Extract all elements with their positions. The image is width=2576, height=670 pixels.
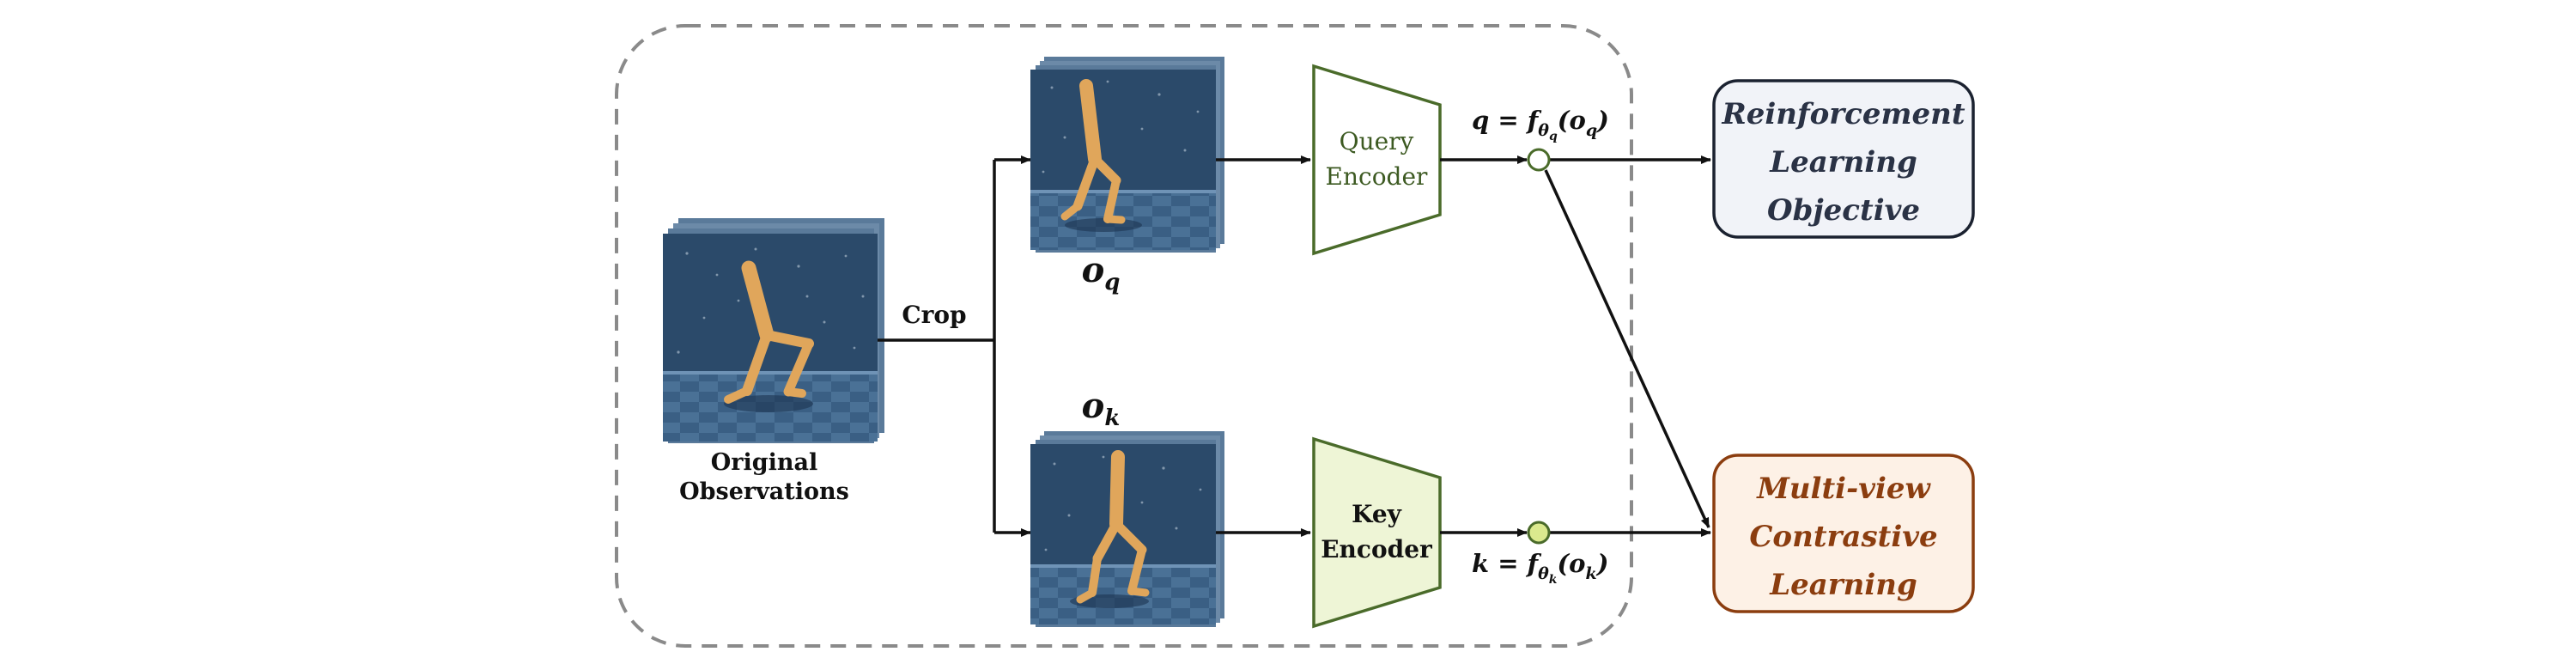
key-observation-stack (1030, 431, 1224, 627)
k-equation: k = fθk(ok) (1472, 549, 1608, 587)
rl-objective-box (1712, 79, 1975, 239)
query-encoder-label-line1: Query (1340, 127, 1414, 155)
query-encoder-label-line2: Encoder (1326, 162, 1429, 191)
dashed-container (615, 24, 1633, 648)
contrastive-label-line2: Contrastive (1749, 520, 1937, 554)
query-observation-image (1030, 70, 1216, 250)
key-encoder (1312, 436, 1442, 629)
rl-objective-label-line1: Reinforcement (1721, 97, 1965, 131)
rl-objective-label-line2: Learning (1769, 145, 1917, 180)
query-observation-stack (1030, 57, 1224, 253)
query-encoder (1312, 64, 1442, 256)
key-encoder-label-line2: Encoder (1321, 535, 1433, 563)
key-observation-image (1030, 444, 1216, 624)
original-observations-label-line2: Observations (679, 478, 849, 505)
rl-objective-label-line3: Objective (1767, 193, 1920, 228)
k-node (1527, 521, 1551, 545)
crop-label: Crop (902, 301, 966, 329)
crop-connector (878, 155, 1031, 537)
ok-label: ok (1082, 386, 1121, 431)
original-observations-label-line1: Original (711, 449, 818, 476)
contrastive-box (1712, 454, 1975, 613)
q-node (1527, 148, 1551, 172)
original-observation-image (663, 234, 878, 442)
arrow-q-to-contrastive (1544, 169, 1710, 528)
oq-label: oq (1082, 250, 1121, 295)
key-encoder-label-line1: Key (1352, 500, 1402, 528)
contrastive-label-line3: Learning (1769, 568, 1917, 602)
original-observations-stack (663, 218, 884, 443)
q-equation: q = fθq(oq) (1472, 106, 1609, 143)
contrastive-label-line1: Multi-view (1756, 472, 1931, 506)
